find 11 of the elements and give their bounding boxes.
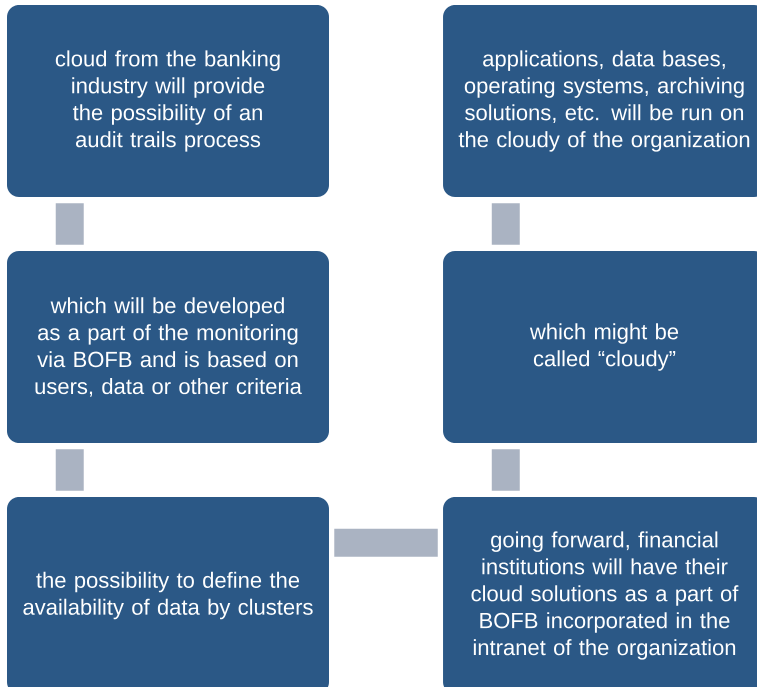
connector-bar <box>492 449 520 491</box>
connector-bar <box>56 203 84 245</box>
connector-bar <box>334 528 438 557</box>
process-box: the possibility to define the availability of data by clusters <box>7 496 329 687</box>
connector-bar <box>56 449 84 491</box>
process-box: which might be called “cloudy” <box>443 251 757 443</box>
process-box: which will be developed as a part of the monitoring via BOFB and is based on users, data or other criteria <box>7 251 329 443</box>
process-box: applications, data bases, operating systems, archiving solutions, etc. will be run on the cloudy of the organization <box>443 5 757 197</box>
connector-bar <box>492 203 520 245</box>
process-box: going forward, financial institutions will have their cloud solutions as a part of BOFB incorporated in the intranet of the organization <box>443 496 757 687</box>
process-box: cloud from the banking industry will provide the possibility of an audit trails process <box>7 5 329 197</box>
